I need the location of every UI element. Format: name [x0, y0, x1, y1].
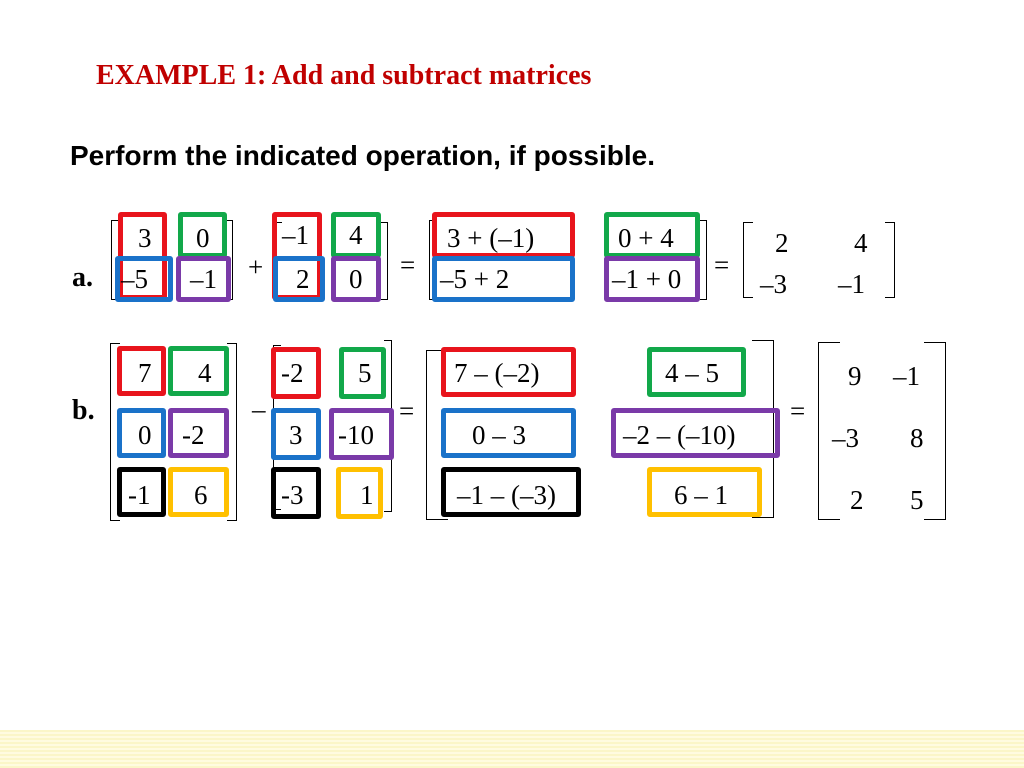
cell-highlight-green — [339, 347, 386, 399]
matrix-cell: 0 + 4 — [618, 223, 674, 253]
bracket-left — [111, 220, 118, 300]
matrix-cell: 2 — [775, 228, 789, 258]
column-highlight-green — [604, 212, 700, 258]
cell-highlight-purple — [176, 256, 231, 302]
cell-highlight-purple — [331, 256, 381, 302]
matrix-cell: 4 – 5 — [665, 358, 719, 388]
cell-highlight-gold — [336, 467, 383, 519]
part-a-label: a. — [72, 262, 93, 293]
column-highlight-green — [178, 212, 227, 258]
bracket-right — [700, 220, 707, 300]
matrix-cell: –1 — [838, 269, 865, 299]
matrix-cell: 1 — [360, 480, 374, 510]
bracket-left — [110, 343, 120, 521]
cell-highlight-purple — [329, 408, 394, 460]
matrix-cell: 3 — [138, 223, 152, 253]
equals-sign: = — [790, 396, 806, 426]
slide-footer-band — [0, 730, 1024, 768]
column-highlight-green — [331, 212, 381, 258]
column-highlight-red — [432, 212, 575, 258]
equals-sign: = — [400, 250, 416, 280]
matrix-cell: 7 — [138, 358, 152, 388]
bracket-right — [885, 222, 895, 298]
matrix-cell: –1 — [190, 264, 217, 294]
equals-sign: = — [714, 250, 730, 280]
matrix-cell: –2 – (–10) — [623, 420, 736, 450]
plus-sign: + — [248, 252, 264, 282]
matrix-cell: 4 — [349, 220, 363, 250]
matrix-cell: –1 – (–3) — [457, 480, 556, 510]
cell-highlight-purple — [604, 256, 700, 302]
cell-highlight-gold — [647, 467, 762, 517]
matrix-cell: 0 — [138, 420, 152, 450]
matrix-cell: 5 — [358, 358, 372, 388]
matrix-cell: 3 — [289, 420, 303, 450]
bracket-left — [818, 342, 840, 520]
cell-highlight-blue — [271, 408, 321, 460]
matrix-cell: 2 — [296, 264, 310, 294]
matrix-cell: -2 — [182, 420, 205, 450]
matrix-cell: –5 + 2 — [440, 264, 510, 294]
bracket-right — [752, 340, 774, 518]
matrix-cell: 8 — [910, 423, 924, 453]
cell-highlight-blue — [117, 408, 166, 458]
bracket-right — [227, 343, 237, 521]
matrix-cell: 2 — [850, 485, 864, 515]
matrix-cell: –1 + 0 — [612, 264, 682, 294]
matrix-cell: 6 – 1 — [674, 480, 728, 510]
cell-highlight-blue — [441, 408, 576, 458]
cell-highlight-red — [117, 346, 166, 396]
matrix-cell: -10 — [338, 420, 374, 450]
matrix-cell: –3 — [832, 423, 859, 453]
cell-highlight-purple — [168, 408, 229, 458]
matrix-cell: 6 — [194, 480, 208, 510]
matrix-cell: 0 — [196, 223, 210, 253]
matrix-cell: -1 — [128, 480, 151, 510]
instruction-text: Perform the indicated operation, if poss… — [70, 140, 655, 171]
part-b-label: b. — [72, 395, 95, 426]
matrix-cell: –1 — [282, 220, 309, 250]
matrix-cell: 3 + (–1) — [447, 223, 535, 253]
cell-highlight-gold — [168, 467, 229, 517]
matrix-cell: 0 – 3 — [472, 420, 526, 450]
row-highlight-blue — [273, 256, 325, 302]
bracket-right — [924, 342, 946, 520]
matrix-cell: –1 — [893, 361, 920, 391]
row-highlight-blue — [432, 256, 575, 302]
matrix-cell: 5 — [910, 485, 924, 515]
cell-highlight-red — [271, 347, 321, 399]
cell-highlight-red — [441, 347, 576, 397]
matrix-cell: 0 — [349, 264, 363, 294]
cell-highlight-green — [168, 346, 229, 396]
cell-highlight-black — [441, 467, 581, 517]
equals-sign: = — [399, 396, 415, 426]
matrix-cell: 7 – (–2) — [454, 358, 540, 388]
minus-sign: – — [252, 394, 266, 424]
bracket-left — [743, 222, 753, 298]
matrix-cell: –5 — [121, 264, 148, 294]
matrix-cell: -3 — [281, 480, 304, 510]
cell-highlight-black — [271, 467, 321, 519]
row-highlight-blue — [115, 256, 173, 302]
cell-highlight-purple — [611, 408, 780, 458]
matrix-cell: –3 — [760, 269, 787, 299]
slide-title: EXAMPLE 1: Add and subtract matrices — [96, 60, 592, 91]
matrix-cell: 4 — [854, 228, 868, 258]
bracket-left — [426, 350, 448, 520]
cell-highlight-green — [647, 347, 746, 397]
matrix-cell: 9 — [848, 361, 862, 391]
cell-highlight-black — [117, 467, 166, 517]
matrix-cell: 4 — [198, 358, 212, 388]
bracket-right — [381, 222, 388, 300]
matrix-cell: -2 — [281, 358, 304, 388]
